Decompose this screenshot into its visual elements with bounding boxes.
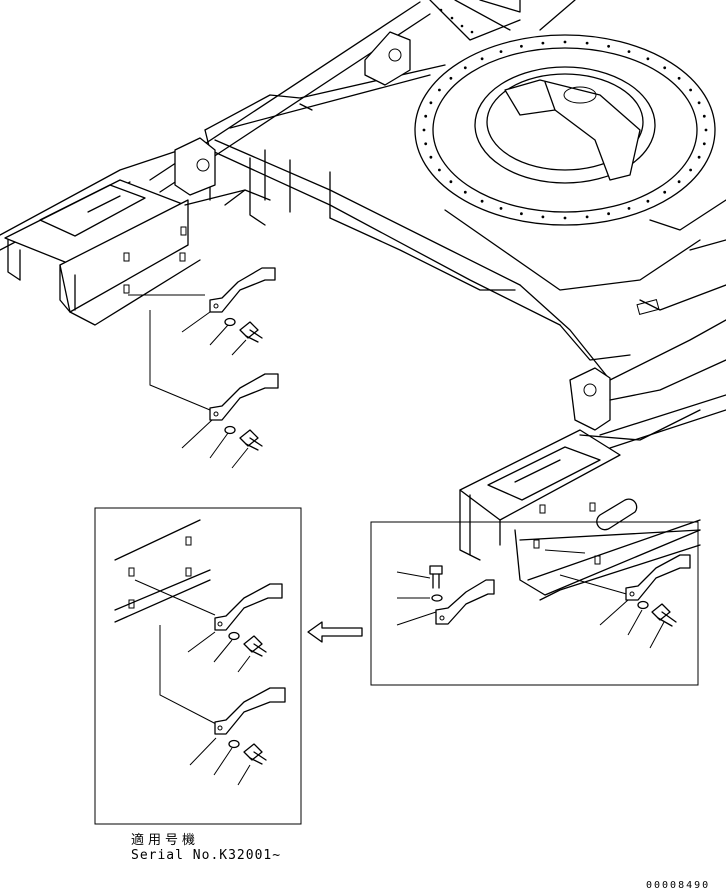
serial-number-label: Serial No.K32001~: [131, 848, 282, 863]
bolt-hole: [563, 40, 567, 44]
bolt-hole: [689, 88, 692, 92]
bolt-hole: [702, 114, 706, 118]
bolt-hole: [422, 128, 426, 132]
bolt-hole: [585, 215, 589, 219]
bolt-hole: [520, 212, 523, 216]
bolt-hole: [499, 50, 503, 53]
applicable-models-label: 適用号機: [131, 833, 200, 848]
bolt-hole: [697, 101, 701, 105]
bolt-hole: [429, 101, 433, 105]
bolt-hole: [585, 41, 589, 45]
bolt-hole: [449, 180, 453, 184]
bolt-hole: [449, 76, 453, 80]
bolt-hole: [697, 155, 701, 159]
bolt-hole: [663, 190, 667, 194]
bolt-hole: [607, 212, 610, 216]
hollow-left-arrow-icon: [307, 621, 363, 643]
bolt-hole: [541, 215, 545, 219]
bolt-hole: [646, 199, 650, 203]
bolt-hole: [424, 142, 428, 146]
bolt-hole: [563, 216, 567, 220]
bolt-hole: [520, 44, 523, 48]
bolt-hole: [677, 76, 681, 80]
track-frame-illustration: [0, 0, 726, 561]
detail-box-right: [370, 519, 701, 686]
bolt-hole: [480, 57, 484, 61]
upper-parts-group: [128, 267, 279, 469]
bolt-hole: [429, 155, 433, 159]
bolt-hole: [704, 128, 708, 132]
bolt-hole: [480, 199, 484, 203]
swing-circle-bolt-holes: [422, 40, 708, 220]
bolt-hole: [607, 44, 610, 48]
bolt-hole: [689, 168, 692, 172]
bolt-hole: [627, 207, 631, 210]
bolt-hole: [541, 41, 545, 45]
bolt-hole: [646, 57, 650, 61]
detail-box-left: [94, 507, 302, 825]
drawing-number: 00008490: [646, 880, 711, 891]
bolt-hole: [438, 88, 441, 92]
bolt-hole: [702, 142, 706, 146]
bolt-hole: [463, 190, 467, 194]
bolt-hole: [438, 168, 441, 172]
bolt-hole: [677, 180, 681, 184]
bolt-hole: [463, 66, 467, 70]
bolt-hole: [663, 66, 667, 70]
bolt-hole: [499, 207, 503, 210]
bolt-hole: [627, 50, 631, 53]
bolt-hole: [424, 114, 428, 118]
